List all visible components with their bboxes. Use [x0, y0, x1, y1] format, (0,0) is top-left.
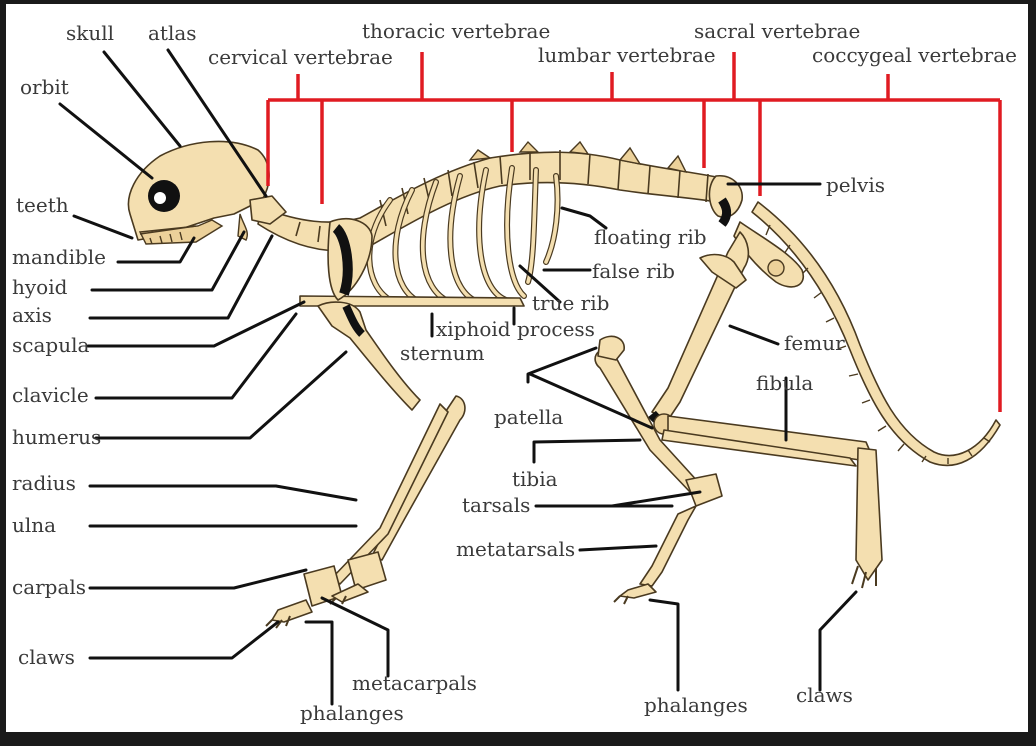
label-false-rib: false rib: [592, 259, 675, 283]
label-metacarpals: metacarpals: [352, 671, 477, 695]
label-hyoid: hyoid: [12, 275, 68, 299]
label-true-rib: true rib: [532, 291, 609, 315]
label-femur: femur: [784, 331, 845, 355]
label-floating-rib: floating rib: [594, 225, 707, 249]
label-carpals: carpals: [12, 575, 86, 599]
front-leg: [266, 219, 465, 628]
label-fibula: fibula: [756, 371, 813, 395]
label-xiphoid-process: xiphoid process: [436, 317, 595, 341]
label-teeth: teeth: [16, 193, 69, 217]
label-tarsals: tarsals: [462, 493, 530, 517]
label-ulna: ulna: [12, 513, 56, 537]
label-sternum: sternum: [400, 341, 484, 365]
label-lumbar-vertebrae: lumbar vertebrae: [538, 43, 716, 67]
label-tibia: tibia: [512, 467, 558, 491]
label-scapula: scapula: [12, 333, 89, 357]
cat-skeleton-diagram: skull atlas orbit cervical vertebrae tho…: [6, 4, 1028, 732]
label-pelvis: pelvis: [826, 173, 885, 197]
label-claws-front: claws: [18, 645, 75, 669]
label-mandible: mandible: [12, 245, 106, 269]
label-humerus: humerus: [12, 425, 101, 449]
diagram-panel: skull atlas orbit cervical vertebrae tho…: [6, 4, 1028, 732]
label-radius: radius: [12, 471, 76, 495]
label-cervical-vertebrae: cervical vertebrae: [208, 45, 393, 69]
label-sacral-vertebrae: sacral vertebrae: [694, 19, 860, 43]
label-skull: skull: [66, 21, 114, 45]
label-clavicle: clavicle: [12, 383, 89, 407]
label-phalanges-front: phalanges: [300, 701, 404, 725]
label-orbit: orbit: [20, 75, 69, 99]
label-coccygeal-vertebrae: coccygeal vertebrae: [812, 43, 1017, 67]
label-axis: axis: [12, 303, 52, 327]
label-atlas: atlas: [148, 21, 197, 45]
label-metatarsals: metatarsals: [456, 537, 575, 561]
label-claws-hind: claws: [796, 683, 853, 707]
label-thoracic-vertebrae: thoracic vertebrae: [362, 19, 550, 43]
label-patella: patella: [494, 405, 563, 429]
label-phalanges-hind: phalanges: [644, 693, 748, 717]
